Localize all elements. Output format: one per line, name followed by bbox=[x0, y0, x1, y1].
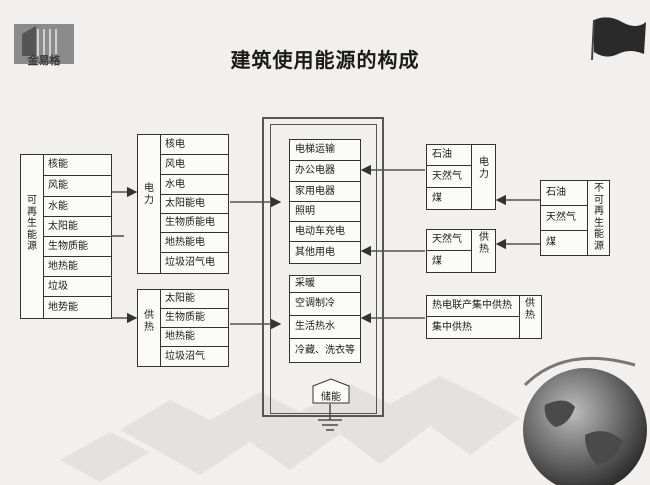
list-item: 太阳能电 bbox=[160, 195, 228, 214]
list-item: 煤 bbox=[546, 237, 556, 248]
logo-text: 金易格 bbox=[27, 54, 61, 67]
nonrenewable-label: 不可再生能源 bbox=[594, 183, 604, 252]
list-item: 核能 bbox=[43, 155, 111, 176]
list-item: 天然气 bbox=[427, 166, 471, 188]
list-item: 采暖 bbox=[290, 276, 360, 293]
page-title: 建筑使用能源的构成 bbox=[230, 48, 420, 72]
list-item: 水能 bbox=[43, 197, 111, 217]
renewable-box: 可再生能源 核能 风能 水能 太阳能 生物质能 地热能 垃圾 地势能 bbox=[20, 154, 112, 319]
divider bbox=[160, 135, 161, 273]
list-item: 冷藏、洗衣等 bbox=[295, 344, 355, 356]
list-item: 生活热水 bbox=[290, 316, 360, 339]
cogeneration-box: 热电联产集中供热 集中供热 供热 bbox=[426, 295, 542, 339]
list-item: 天然气 bbox=[427, 230, 471, 251]
storage-label: 储能 bbox=[321, 392, 341, 403]
building-inner-frame bbox=[270, 124, 377, 414]
nonrenewable-box: 石油 天然气 煤 不可再生能源 bbox=[540, 180, 610, 256]
list-item: 煤 bbox=[432, 255, 442, 267]
list-item: 石油 bbox=[541, 181, 587, 206]
list-item: 空调制冷 bbox=[290, 293, 360, 316]
list-item: 家用电器 bbox=[290, 182, 360, 202]
building-power-box: 电梯运输 办公电器 家用电器 照明 电动车充电 其他用电 bbox=[289, 139, 361, 264]
divider bbox=[587, 181, 588, 255]
list-item: 生物质能 bbox=[43, 237, 111, 257]
list-item: 石油 bbox=[427, 145, 471, 166]
list-item: 煤 bbox=[432, 192, 442, 204]
renewable-label: 可再生能源 bbox=[27, 195, 37, 252]
storage-icon bbox=[312, 378, 350, 404]
fossil-power-label: 电力 bbox=[479, 157, 489, 180]
list-item: 生物质能 bbox=[160, 309, 228, 328]
divider bbox=[471, 230, 472, 272]
heat-generation-box: 供热 太阳能 生物质能 地热能 垃圾沼气 bbox=[137, 289, 229, 367]
list-item: 地热能 bbox=[160, 328, 228, 347]
list-item: 热电联产集中供热 bbox=[427, 296, 519, 317]
globe-icon bbox=[523, 356, 647, 485]
list-item: 电动车充电 bbox=[290, 222, 360, 242]
list-item: 风能 bbox=[43, 176, 111, 197]
list-item: 天然气 bbox=[541, 206, 587, 231]
list-item: 生物质能电 bbox=[160, 214, 228, 233]
power-label: 电力 bbox=[144, 183, 154, 206]
fossil-heat-box: 天然气 煤 供热 bbox=[426, 229, 496, 273]
list-item: 其他用电 bbox=[295, 246, 335, 258]
fossil-power-box: 石油 天然气 煤 电力 bbox=[426, 144, 496, 210]
divider bbox=[471, 145, 472, 209]
list-item: 电梯运输 bbox=[290, 140, 360, 161]
list-item: 风电 bbox=[160, 155, 228, 175]
list-item: 垃圾沼气电 bbox=[165, 257, 215, 268]
list-item: 垃圾 bbox=[43, 277, 111, 297]
cogeneration-label: 供热 bbox=[525, 298, 535, 321]
list-item: 地势能 bbox=[48, 301, 78, 313]
building-heat-box: 采暖 空调制冷 生活热水 冷藏、洗衣等 bbox=[289, 275, 361, 363]
divider bbox=[519, 296, 520, 338]
power-generation-box: 电力 核电 风电 水电 太阳能电 生物质能电 地热能电 垃圾沼气电 bbox=[137, 134, 229, 274]
list-item: 核电 bbox=[160, 135, 228, 155]
list-item: 垃圾沼气 bbox=[165, 350, 205, 362]
list-item: 集中供热 bbox=[432, 321, 472, 333]
building-outer-frame bbox=[262, 117, 384, 417]
flag-icon bbox=[591, 17, 646, 61]
list-item: 太阳能 bbox=[43, 217, 111, 237]
list-item: 地热能电 bbox=[160, 233, 228, 253]
divider bbox=[160, 290, 161, 366]
list-item: 水电 bbox=[160, 175, 228, 195]
list-item: 太阳能 bbox=[160, 290, 228, 309]
logo-icon bbox=[14, 24, 74, 64]
list-item: 地热能 bbox=[43, 257, 111, 277]
list-item: 照明 bbox=[290, 202, 360, 222]
heat-label: 供热 bbox=[144, 310, 154, 333]
fossil-heat-label: 供热 bbox=[479, 232, 489, 255]
list-item: 办公电器 bbox=[290, 161, 360, 182]
